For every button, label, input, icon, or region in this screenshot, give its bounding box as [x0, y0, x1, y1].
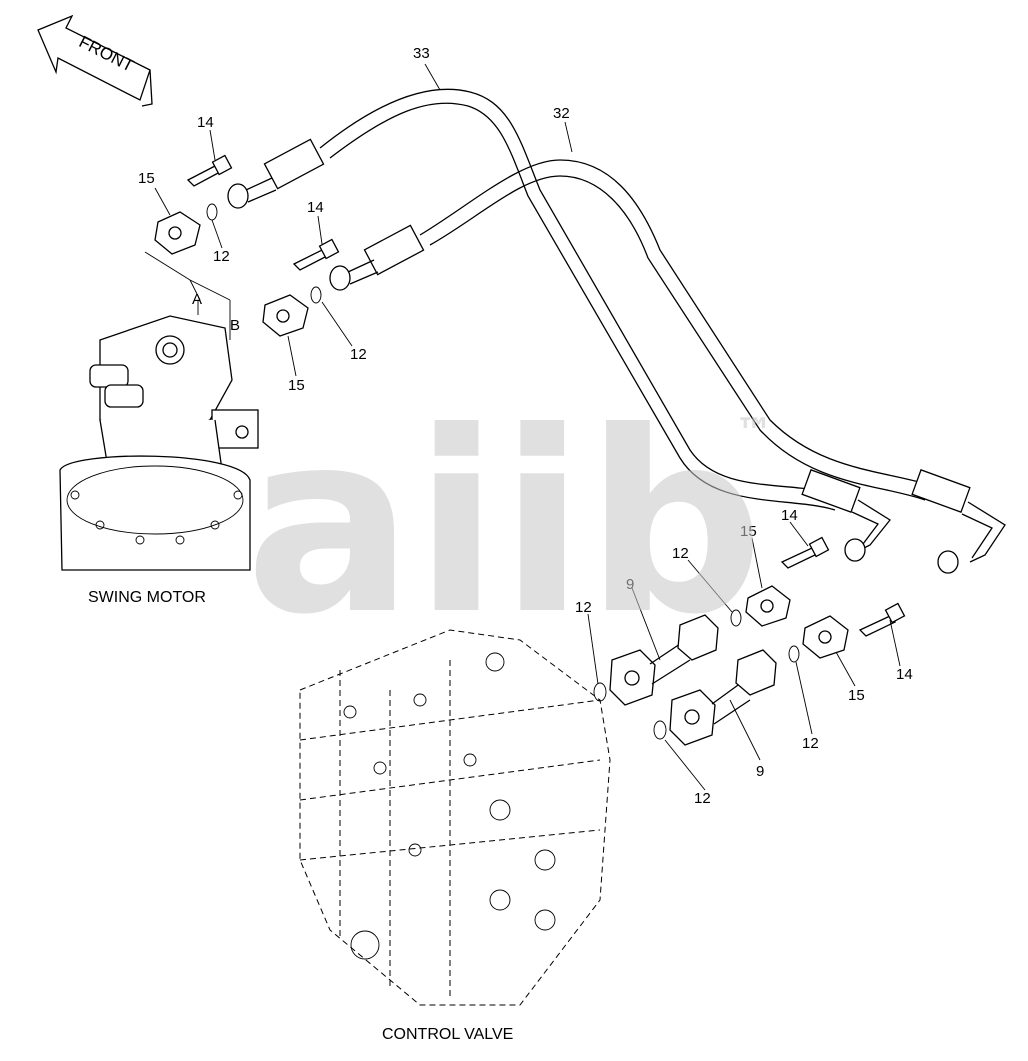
hose-33 — [227, 88, 891, 562]
callout-12-mid: 12 — [350, 346, 367, 363]
callout-12-right: 12 — [672, 545, 689, 562]
leader-lines — [154, 63, 901, 791]
callout-15-right: 15 — [740, 523, 757, 540]
callout-12-top: 12 — [213, 248, 230, 265]
port-a-label: A — [192, 291, 202, 308]
port-b-label: B — [230, 317, 240, 334]
swing-motor: A B — [59, 291, 259, 571]
callout-14-bottom: 14 — [896, 666, 913, 683]
watermark-text: aiib — [245, 378, 764, 669]
watermark-tm: ™ — [735, 410, 773, 454]
lower-fittings — [593, 536, 906, 746]
upper-fittings — [144, 154, 340, 340]
callout-32: 32 — [553, 105, 570, 122]
callout-15-bottom: 15 — [848, 687, 865, 704]
callout-12-lower: 12 — [694, 790, 711, 807]
callout-12-bottom: 12 — [802, 735, 819, 752]
callout-12-left: 12 — [575, 599, 592, 616]
callout-14-right: 14 — [781, 507, 798, 524]
callout-15-top: 15 — [138, 170, 155, 187]
callout-14-top: 14 — [197, 114, 214, 131]
callout-33: 33 — [413, 45, 430, 62]
control-valve-caption: CONTROL VALVE — [382, 1026, 513, 1043]
callout-9-top: 9 — [626, 576, 634, 593]
control-valve — [299, 629, 611, 1006]
hose-32 — [329, 159, 1006, 574]
front-arrow: FRONT — [37, 14, 153, 107]
callout-15-mid: 15 — [288, 377, 305, 394]
watermark: aiib ™ — [245, 378, 773, 669]
callout-9-bottom: 9 — [756, 763, 764, 780]
swing-motor-caption: SWING MOTOR — [88, 589, 206, 606]
callout-labels: 33 32 14 15 12 14 12 15 14 15 12 9 12 14… — [138, 45, 913, 807]
callout-14-mid: 14 — [307, 199, 324, 216]
